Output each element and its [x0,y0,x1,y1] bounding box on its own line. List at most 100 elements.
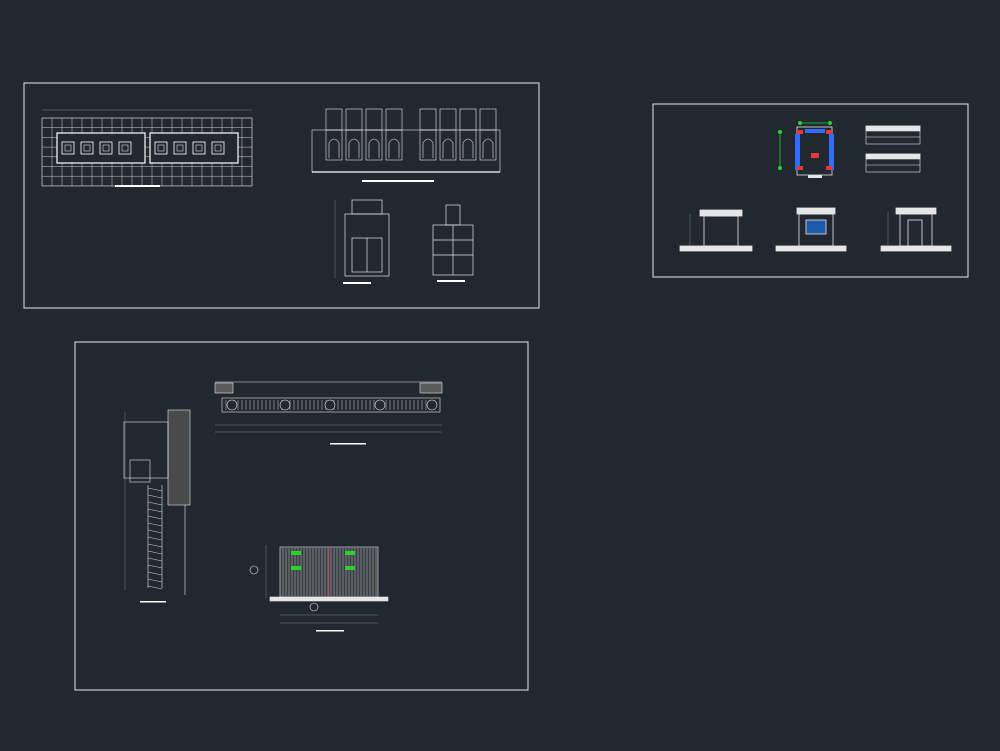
elev-left-roof [699,209,743,217]
plan-title-bar [115,185,160,187]
title-block-1-header [865,125,921,132]
panel-reference-icon [309,602,319,612]
hsec-wall-right [419,382,443,394]
vsec-slat [147,578,163,583]
plan-cell-inner [214,144,222,152]
booth-plan[interactable] [778,121,834,178]
vsec-title-bar [140,601,166,603]
vsec-slat [147,564,163,569]
panel-green-marker [291,566,301,570]
vsec-slat [147,487,163,492]
hsec-title-bar [330,443,366,445]
hsec-joint [426,399,438,411]
hsec-joint [226,399,238,411]
title-blocks [865,125,921,173]
sheet-1-border [23,82,540,309]
elev-right-roof [895,207,937,215]
elevation-unit-arch [328,138,340,158]
vsec-slat [147,494,163,499]
plan-cell-inner [83,144,91,152]
hsec-joint [374,399,386,411]
sheet-2-border [652,103,969,278]
plan-cell-inner [121,144,129,152]
panel-title-bar [316,630,344,632]
elevation-title-bar [362,180,434,182]
plan-module-left [56,132,146,164]
vsec-slat [147,536,163,541]
panel-floor [269,596,389,602]
panel-elevation[interactable] [249,545,389,632]
booth-plan-marker [826,130,832,134]
side-section-b[interactable] [432,204,474,282]
vsec-slat [147,529,163,534]
elevation-unit-body [439,129,457,161]
vsec-slat [147,557,163,562]
sheet-booth-details[interactable] [652,103,969,278]
elevation-unit-arch [388,138,400,158]
front-elevation-row[interactable] [311,108,501,182]
section-b-title-bar [437,280,465,282]
section-a-title-bar [343,282,371,284]
booth-plan-marker [797,130,803,134]
sheet-panel-sections[interactable] [74,341,529,691]
plan-cell [61,141,75,155]
elevation-unit-arch [482,138,494,158]
elevation-unit-arch [442,138,454,158]
booth-plan-wall-right [829,134,834,170]
elevation-unit-body [419,129,437,161]
elevation-unit-body [345,129,363,161]
sheet-modules-plan-elevations[interactable] [23,82,540,309]
booth-plan-marker [826,166,832,170]
dim-node-icon [778,166,782,170]
elev-right-base [880,245,952,252]
elev-center-window [805,219,827,235]
booth-elevation-right[interactable] [880,207,952,252]
side-section-a[interactable] [334,199,390,284]
panel-slats [282,548,377,596]
panel-green-marker [345,551,355,555]
plan-cell [99,141,113,155]
booth-elevation-center[interactable] [775,207,847,252]
plan-cell [118,141,132,155]
dim-node-icon [778,130,782,134]
title-block-2-header [865,153,921,160]
vsec-slat [147,543,163,548]
booth-elevation-left[interactable] [679,209,753,252]
hsec-panel-band [221,397,441,413]
elevation-unit-body [325,129,343,161]
vsec-wall [167,409,191,506]
vsec-slat [147,501,163,506]
vsec-head-detail [129,459,151,483]
vsec-slat [147,522,163,527]
hsec-joint [279,399,291,411]
horizontal-section[interactable] [214,381,443,445]
elevation-unit-arch [348,138,360,158]
plan-cell-inner [102,144,110,152]
elevation-units [325,108,497,161]
floor-plan-grid[interactable] [41,109,253,187]
panel-green-marker [345,566,355,570]
plan-cell [80,141,94,155]
vertical-section[interactable] [123,409,191,603]
hsec-joint [324,399,336,411]
elev-left-base [679,245,753,252]
plan-cell-inner [176,144,184,152]
vsec-slats [147,487,163,590]
elevation-unit-body [385,129,403,161]
elev-center-base [775,245,847,252]
dim-node-icon [798,121,802,125]
vsec-slat [147,585,163,590]
plan-module-right [149,132,239,164]
booth-plan-step [808,175,822,178]
elevation-unit-arch [422,138,434,158]
elevation-unit-body [365,129,383,161]
sheet-3-border [74,341,529,691]
vsec-slat [147,515,163,520]
elevation-unit-arch [368,138,380,158]
plan-cell [211,141,225,155]
plan-cell [173,141,187,155]
panel-green-marker [291,551,301,555]
elevation-unit-body [479,129,497,161]
